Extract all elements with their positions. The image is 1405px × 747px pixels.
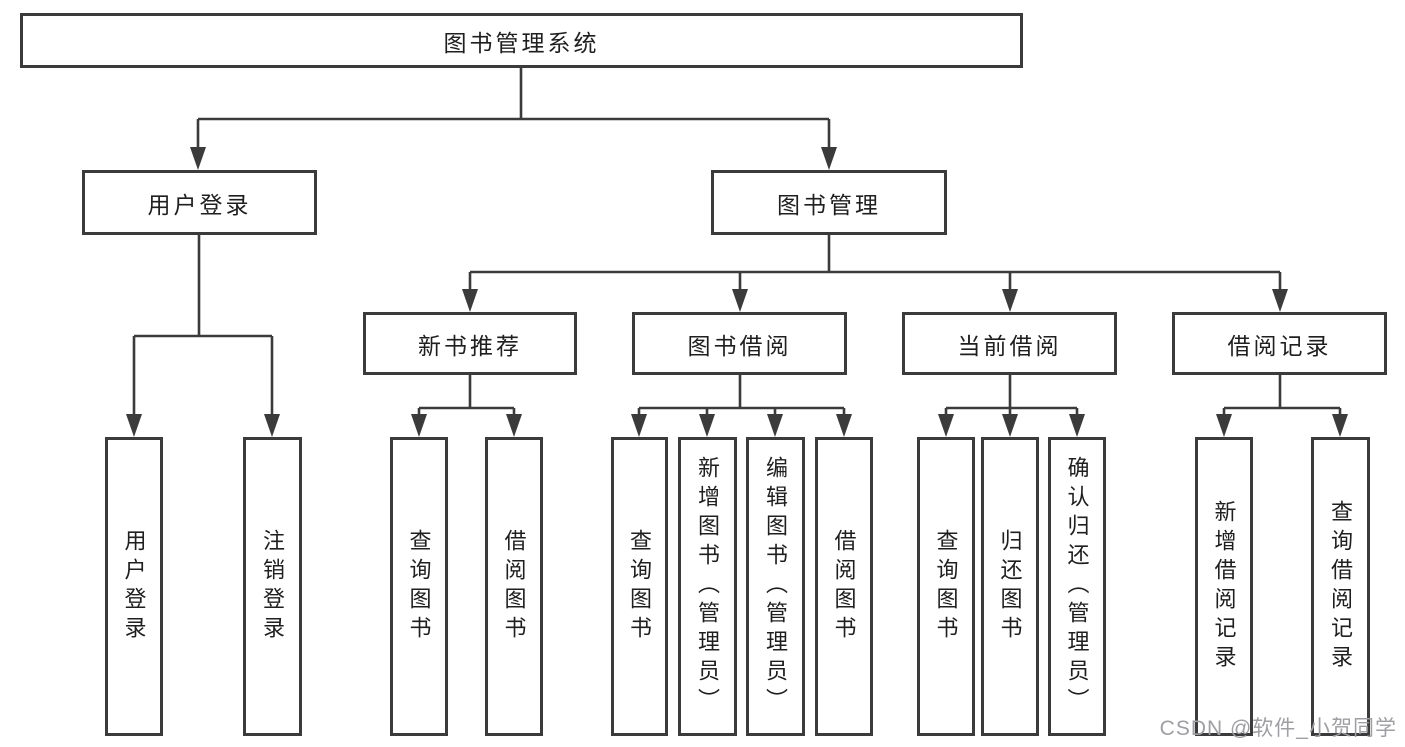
connector-book-borrow: [631, 375, 852, 437]
connector-current-borrow: [938, 375, 1085, 437]
arrow-down-icon: [1069, 414, 1085, 437]
node-label: 新增借阅记录: [1211, 499, 1237, 674]
connector-user-login: [126, 235, 280, 437]
leaf-add-borrow-record: 新增借阅记录: [1195, 437, 1253, 736]
arrow-down-icon: [821, 147, 837, 170]
csdn-watermark: CSDN @软件_小贺同学: [1159, 717, 1397, 740]
arrow-down-icon: [264, 414, 280, 437]
leaf-user-login: 用户登录: [105, 437, 163, 736]
node-label: 借阅图书: [831, 528, 857, 645]
node-borrow-records: 借阅记录: [1172, 312, 1387, 375]
arrow-down-icon: [462, 289, 478, 312]
arrow-down-icon: [938, 414, 954, 437]
arrow-down-icon: [1002, 414, 1018, 437]
node-label: 用户登录: [121, 528, 147, 645]
arrow-down-icon: [506, 414, 522, 437]
node-label: 图书管理系统: [443, 29, 600, 56]
leaf-borrow-query-books: 查询图书: [611, 437, 668, 736]
leaf-current-query-books: 查询图书: [917, 437, 975, 736]
node-book-borrow: 图书借阅: [632, 312, 847, 375]
node-current-borrow: 当前借阅: [902, 312, 1117, 375]
node-label: 确认归还（管理员）: [1064, 456, 1090, 717]
node-label: 查询图书: [406, 528, 432, 645]
node-label: 查询图书: [933, 528, 959, 645]
arrow-down-icon: [1272, 289, 1288, 312]
arrow-down-icon: [732, 289, 748, 312]
arrow-down-icon: [1216, 414, 1232, 437]
node-label: 新增图书（管理员）: [695, 456, 721, 717]
leaf-recommend-query-books: 查询图书: [390, 437, 448, 736]
arrow-down-icon: [1332, 414, 1348, 437]
node-label: 借阅图书: [501, 528, 527, 645]
node-label: 注销登录: [260, 528, 286, 645]
node-label: 编辑图书（管理员）: [763, 456, 789, 717]
arrow-down-icon: [836, 414, 852, 437]
node-label: 图书管理: [777, 191, 881, 218]
leaf-query-borrow-record: 查询借阅记录: [1311, 437, 1370, 736]
connector-borrow-records: [1216, 375, 1348, 437]
leaf-confirm-return-admin: 确认归还（管理员）: [1048, 437, 1106, 736]
leaf-logout: 注销登录: [243, 437, 302, 736]
arrow-down-icon: [699, 414, 715, 437]
node-user-login: 用户登录: [82, 170, 317, 235]
leaf-borrow-books: 借阅图书: [815, 437, 873, 736]
leaf-return-books: 归还图书: [981, 437, 1039, 736]
node-label: 当前借阅: [957, 332, 1062, 359]
node-root-system: 图书管理系统: [20, 13, 1023, 68]
node-book-management: 图书管理: [711, 170, 947, 235]
leaf-edit-books-admin: 编辑图书（管理员）: [746, 437, 805, 736]
node-label: 查询图书: [627, 528, 653, 645]
node-label: 归还图书: [997, 528, 1023, 645]
node-label: 用户登录: [147, 191, 252, 218]
arrow-down-icon: [631, 414, 647, 437]
node-new-book-recommend: 新书推荐: [363, 312, 577, 375]
node-label: 查询借阅记录: [1328, 499, 1354, 674]
connector-new-book-recommend: [411, 375, 522, 437]
node-label: 图书借阅: [687, 332, 792, 359]
arrow-down-icon: [190, 147, 206, 170]
leaf-recommend-borrow-books: 借阅图书: [485, 437, 543, 736]
leaf-add-books-admin: 新增图书（管理员）: [678, 437, 737, 736]
arrow-down-icon: [767, 414, 783, 437]
arrow-down-icon: [126, 414, 142, 437]
arrow-down-icon: [1002, 289, 1018, 312]
node-label: 借阅记录: [1227, 332, 1332, 359]
connector-root: [190, 68, 837, 170]
node-label: 新书推荐: [418, 332, 522, 359]
connector-book-management: [462, 235, 1288, 312]
arrow-down-icon: [411, 414, 427, 437]
